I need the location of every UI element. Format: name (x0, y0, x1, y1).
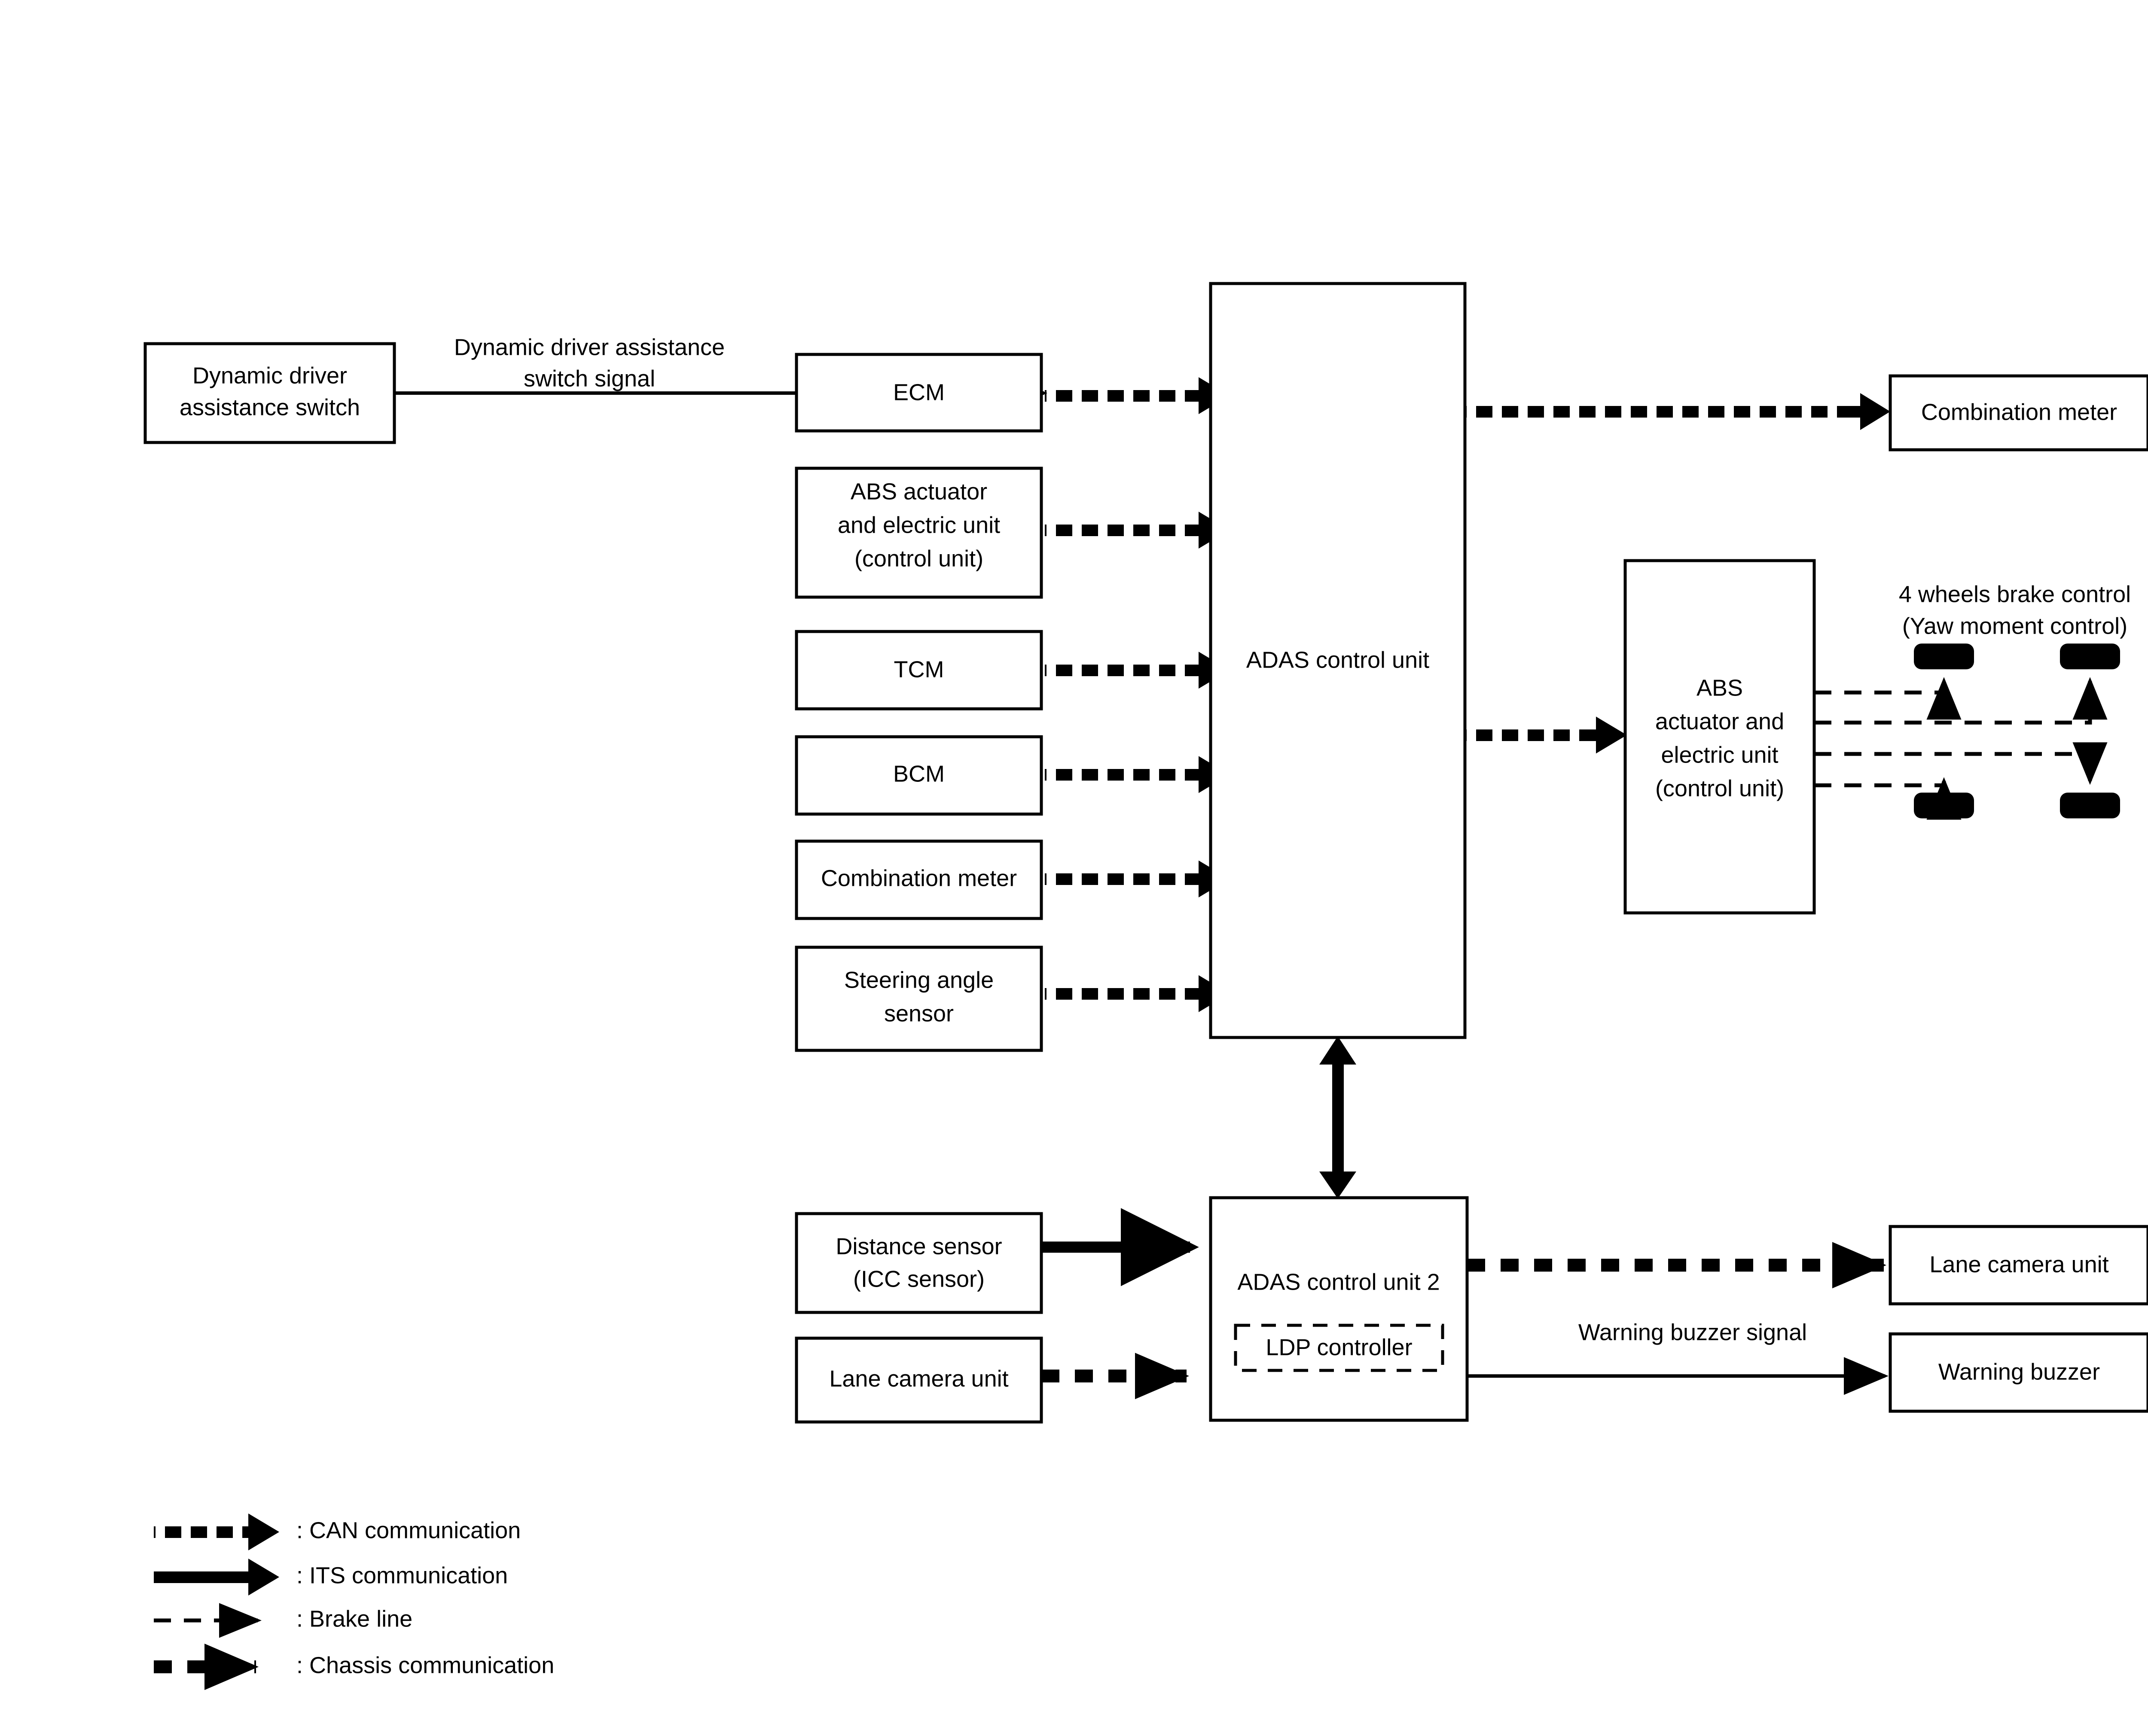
can-arrow-tcm-to-adas (1045, 652, 1230, 689)
box-tcm[interactable] (795, 630, 1043, 711)
label-lane-camera-unit-left: Lane camera unit (829, 1366, 1008, 1391)
label-brake-control-line2: (Yaw moment control) (1902, 613, 2127, 639)
label-ecm: ECM (893, 379, 945, 405)
can-arrow-meter-to-adas (1045, 860, 1230, 897)
label-ldp-controller: LDP controller (1266, 1334, 1412, 1360)
label-dynamic-driver-assistance-switch-line2: assistance switch (180, 394, 360, 420)
box-bcm[interactable] (795, 735, 1043, 816)
box-abs-actuator-left[interactable] (795, 467, 1043, 599)
label-combination-meter-left: Combination meter (821, 865, 1017, 891)
label-warning-buzzer: Warning buzzer (1938, 1359, 2100, 1385)
brake-line-rear-right (1814, 742, 2108, 785)
box-distance-sensor[interactable] (795, 1212, 1043, 1314)
label-brake-control-line1: 4 wheels brake control (1899, 581, 2131, 607)
brake-line-rear-left (1814, 777, 1962, 820)
box-adas-control-unit[interactable] (1209, 282, 1467, 1039)
label-distance-sensor-line1: Distance sensor (836, 1233, 1002, 1259)
label-abs-left-line1: ABS actuator (851, 479, 987, 504)
label-dynamic-driver-assistance-switch-line1: Dynamic driver (192, 363, 347, 388)
box-ldp-controller[interactable] (1234, 1324, 1444, 1372)
can-arrow-abs-to-adas (1045, 512, 1230, 549)
legend-label-chassis: : Chassis communication (296, 1652, 554, 1678)
box-adas-control-unit-2[interactable] (1209, 1196, 1469, 1422)
label-abs-left-line2: and electric unit (838, 512, 1000, 538)
label-abs-left-line3: (control unit) (854, 546, 983, 571)
label-steering-angle-sensor-line2: sensor (884, 1001, 954, 1026)
label-adas-control-unit-2: ADAS control unit 2 (1237, 1269, 1440, 1295)
wheel-rear-left (1914, 793, 1974, 818)
legend-symbol-its-arrow (154, 1559, 279, 1596)
can-arrow-bcm-to-adas (1045, 756, 1230, 793)
can-arrow-adas-to-combination-meter (1465, 393, 1890, 430)
box-combination-meter-left[interactable] (795, 839, 1043, 920)
label-adas-control-unit: ADAS control unit (1246, 647, 1429, 673)
box-steering-angle-sensor[interactable] (795, 946, 1043, 1052)
wheel-front-right (2060, 644, 2120, 669)
label-steering-angle-sensor-line1: Steering angle (844, 967, 994, 993)
label-abs-right-line2: actuator and (1655, 708, 1784, 734)
legend-symbol-can-arrow (154, 1513, 279, 1550)
its-double-arrow-adas-to-adas2 (1319, 1036, 1356, 1199)
box-ecm[interactable] (795, 353, 1043, 433)
label-switch-signal-line1: Dynamic driver assistance (454, 334, 725, 360)
box-lane-camera-unit-right[interactable] (1889, 1225, 2148, 1306)
label-tcm: TCM (894, 656, 944, 682)
label-warning-buzzer-signal: Warning buzzer signal (1578, 1319, 1807, 1345)
label-combination-meter-right: Combination meter (1921, 399, 2117, 425)
can-arrow-steering-to-adas (1045, 975, 1230, 1012)
box-combination-meter-right[interactable] (1889, 374, 2148, 452)
legend-label-its: : ITS communication (296, 1562, 508, 1588)
wheel-front-left (1914, 644, 1974, 669)
wheel-rear-right (2060, 793, 2120, 818)
brake-line-front-right (1814, 677, 2108, 725)
label-distance-sensor-line2: (ICC sensor) (853, 1266, 985, 1292)
box-dynamic-driver-assistance-switch[interactable] (143, 342, 396, 444)
legend-label-brake: : Brake line (296, 1606, 412, 1632)
label-bcm: BCM (893, 761, 945, 787)
label-abs-right-line4: (control unit) (1655, 775, 1784, 801)
label-lane-camera-unit-right: Lane camera unit (1929, 1251, 2108, 1277)
can-arrow-ecm-to-adas (1045, 377, 1230, 414)
box-abs-actuator-right[interactable] (1623, 559, 1816, 915)
brake-line-front-left (1814, 677, 1962, 720)
box-lane-camera-unit-left[interactable] (795, 1336, 1043, 1424)
label-abs-right-line1: ABS (1696, 675, 1743, 701)
label-abs-right-line3: electric unit (1661, 742, 1778, 768)
legend-label-can: : CAN communication (296, 1517, 521, 1543)
box-warning-buzzer[interactable] (1889, 1332, 2148, 1413)
label-switch-signal-line2: switch signal (524, 366, 655, 391)
can-arrow-adas-to-abs (1465, 717, 1627, 754)
